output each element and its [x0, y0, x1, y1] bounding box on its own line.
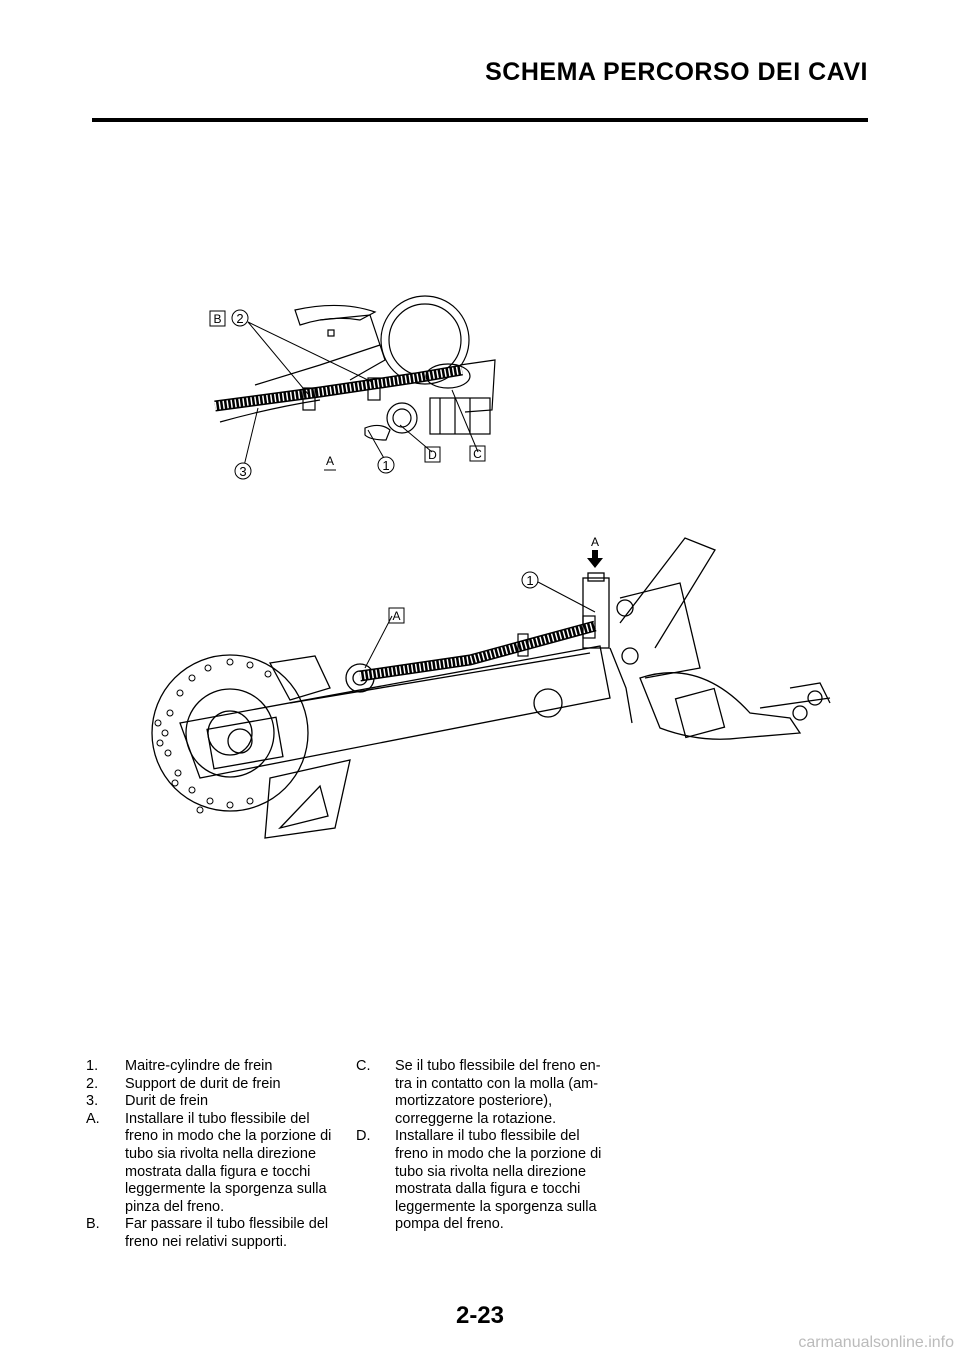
brake-disc — [151, 654, 309, 812]
brake-hose-closeup-figure: B 2 3 A 1 D C — [209, 295, 496, 480]
legend-item-1: 1.Maitre-cylindre de frein — [86, 1058, 273, 1074]
svg-text:C: C — [473, 447, 482, 461]
svg-text:B: B — [213, 312, 221, 326]
callout-1: 1 — [521, 571, 539, 589]
legend-item-D: D. Installare il tubo flessibile del fre… — [356, 1128, 602, 1233]
svg-text:A: A — [326, 454, 334, 468]
svg-text:2: 2 — [236, 311, 243, 326]
legend-item-2: 2.Support de durit de frein — [86, 1075, 281, 1092]
swingarm — [179, 645, 611, 779]
legend-item-3: 3.Durit de frein — [86, 1093, 209, 1110]
callout-1: 1 — [377, 456, 395, 474]
page-title: SCHEMA PERCORSO DEI CAVI — [485, 58, 868, 86]
callout-A-box: A — [388, 607, 405, 624]
arrow-down-icon — [587, 550, 603, 568]
swingarm-leader-lines — [364, 581, 596, 669]
callout-A-arrow: A — [587, 535, 603, 568]
svg-text:3: 3 — [239, 464, 246, 479]
svg-text:D: D — [428, 448, 437, 462]
disc-holes — [154, 658, 272, 814]
legend-item-B: B. Far passare il tubo flessibile del fr… — [86, 1216, 329, 1250]
svg-text:1: 1 — [526, 573, 533, 588]
brake-hose — [359, 620, 597, 682]
callout-C: C — [469, 445, 486, 462]
swingarm-linework — [151, 537, 831, 839]
swingarm-brake-figure: A 1 A — [151, 535, 831, 839]
closeup-leader-lines — [243, 321, 479, 467]
hose-clamps — [302, 363, 471, 411]
legend-left-column: 1.Maitre-cylindre de frein 2.Support de … — [86, 1058, 356, 1252]
header-rule — [92, 118, 868, 122]
page-number: 2-23 — [455, 1302, 505, 1329]
svg-text:A: A — [591, 535, 599, 549]
callout-D: D — [424, 446, 441, 463]
svg-text:1: 1 — [382, 458, 389, 473]
watermark: carmanualsonline.info — [798, 1334, 954, 1351]
master-cylinder — [582, 577, 610, 649]
hose-clamps — [517, 615, 596, 657]
brake-caliper — [268, 655, 331, 701]
callout-3: 3 — [234, 462, 252, 480]
callout-2: 2 — [231, 309, 249, 327]
brake-hose — [214, 364, 463, 412]
legend-item-A: A. Installare il tubo flessibile del fre… — [86, 1110, 332, 1215]
legend-right-column: C. Se il tubo flessibile del freno en- t… — [356, 1058, 626, 1234]
callout-A-underlined: A — [324, 454, 336, 471]
legend-item-C: C. Se il tubo flessibile del freno en- t… — [356, 1058, 601, 1127]
callout-B: B — [209, 310, 226, 327]
svg-text:A: A — [392, 609, 400, 623]
